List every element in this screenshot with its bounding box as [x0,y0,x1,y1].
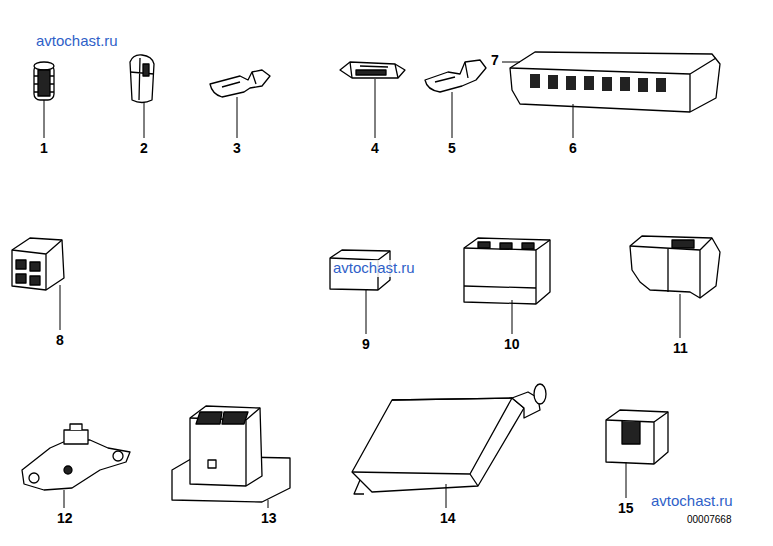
round-housing [130,55,154,103]
callout-number: 3 [232,141,242,156]
six-way-housing [464,238,550,304]
callout-number: 4 [370,141,380,156]
bracket-holder [22,424,130,490]
callout-number: 6 [568,141,578,156]
callout-number: 9 [361,337,371,352]
callout-number: 15 [617,501,635,516]
watermark: avtochast.ru [332,260,416,277]
connector-boot [352,384,546,494]
callout-number: 13 [260,511,278,526]
flat-terminal [340,62,405,78]
callout-number: 12 [56,511,74,526]
four-way-plug [172,406,290,502]
crimp-terminal [210,70,270,97]
two-pin-housing [12,238,64,290]
u-clip [606,410,668,464]
callout-number: 1 [39,141,49,156]
sleeve-connector [34,62,54,100]
callout-number: 5 [447,141,457,156]
watermark: avtochast.ru [650,493,734,510]
stepped-housing [630,236,720,298]
drawing-code: 00007668 [686,514,733,525]
watermark: avtochast.ru [35,33,119,50]
callout-number: 10 [503,337,521,352]
multi-pin-connector [510,52,720,112]
callout-number: 14 [439,511,457,526]
callout-number: 8 [55,333,65,348]
callout-number: 7 [490,53,500,68]
callout-number: 11 [672,341,689,356]
angled-terminal [425,60,486,92]
callout-number: 2 [139,141,149,156]
